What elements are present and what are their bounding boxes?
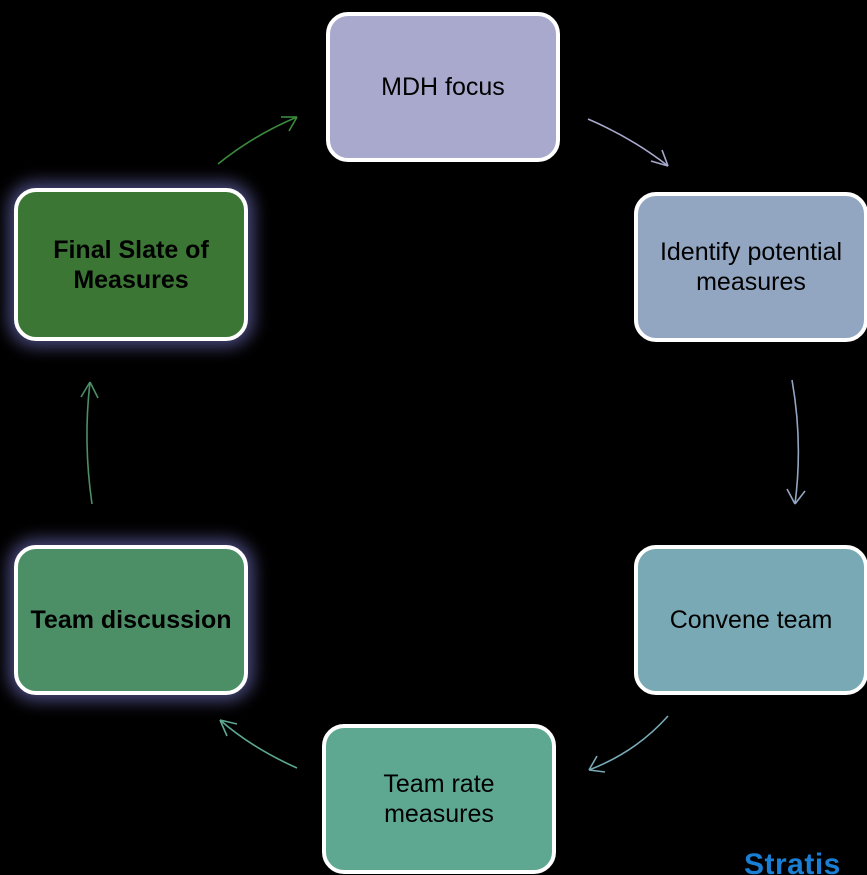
arrow-discussion-to-final [80, 381, 99, 505]
node-label: Final Slate of Measures [53, 235, 209, 294]
node-label: Convene team [669, 606, 833, 634]
node-convene-team: Convene team [634, 545, 867, 695]
node-team-rate-measures: Team rate measures [322, 724, 556, 874]
node-label: Team rate measures [383, 770, 495, 828]
arrow-rate-to-discussion [219, 719, 298, 769]
arrow-mdh-to-identify [587, 118, 669, 167]
node-mdh-focus: MDH focus [326, 12, 560, 162]
node-label: Team discussion [30, 606, 232, 634]
node-label: Identify potential measures [659, 238, 843, 296]
node-identify-potential-measures: Identify potential measures [634, 192, 867, 342]
arrow-final-to-mdh [217, 116, 298, 165]
node-final-slate-of-measures: Final Slate of Measures [14, 188, 248, 341]
arrow-convene-to-rate [588, 715, 669, 773]
brand-logo: Stratis [744, 848, 841, 875]
node-label: MDH focus [381, 73, 505, 101]
node-team-discussion: Team discussion [14, 545, 248, 695]
arrow-identify-to-convene [786, 379, 806, 505]
